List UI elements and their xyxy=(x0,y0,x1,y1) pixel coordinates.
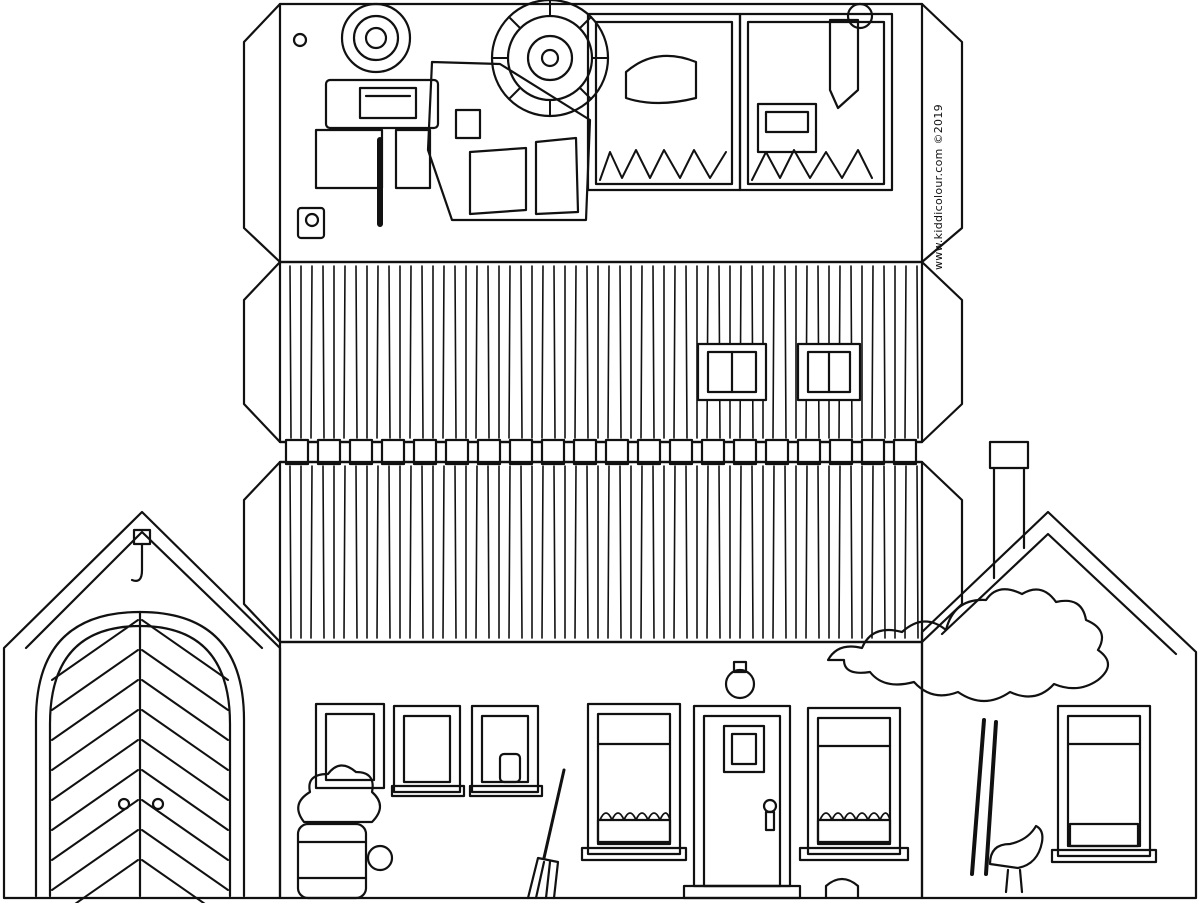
upper-roof-panel xyxy=(244,262,962,442)
top-wall-panel xyxy=(244,4,962,262)
roof-ridge xyxy=(280,440,922,464)
left-barn-gable xyxy=(4,512,280,903)
interior-windows xyxy=(588,14,892,190)
lower-roof-panel xyxy=(244,462,962,642)
credit-text: www.kiddicolour.com ©2019 xyxy=(932,104,945,270)
front-wall xyxy=(280,642,922,898)
website-credit-label: www.kiddicolour.com ©2019 xyxy=(932,30,946,270)
right-house-gable xyxy=(828,442,1196,898)
tractor-drawing xyxy=(294,0,872,238)
